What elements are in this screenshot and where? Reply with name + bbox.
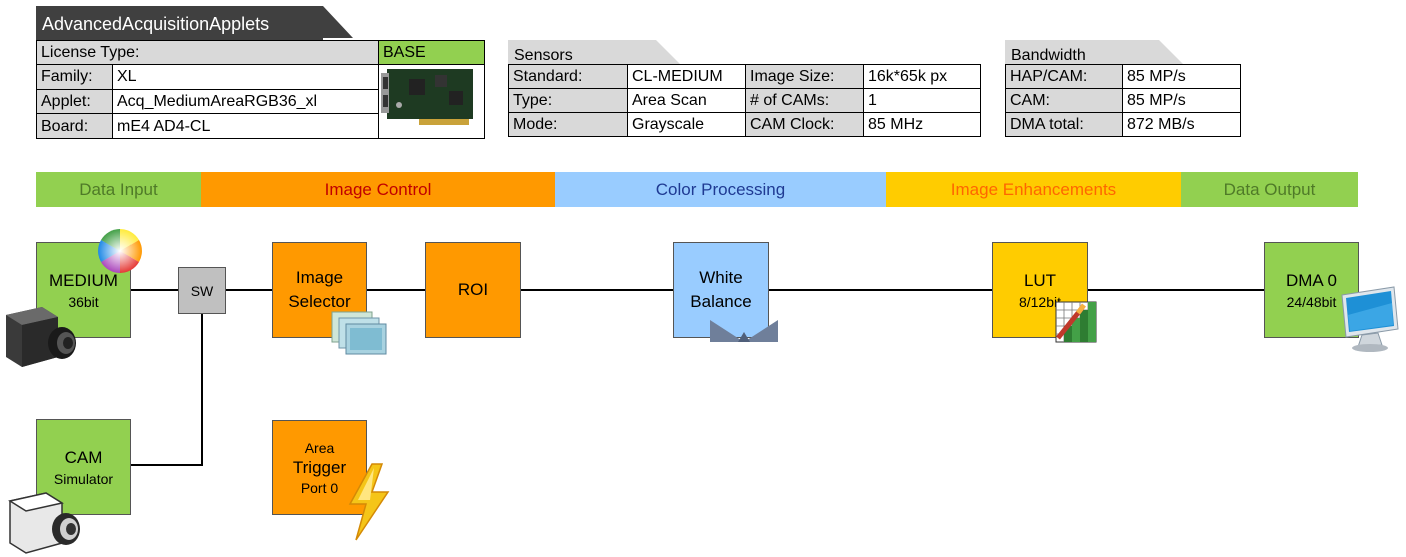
dma-block[interactable]: DMA 0 24/48bit bbox=[1264, 242, 1359, 338]
family-label: Family: bbox=[36, 64, 113, 90]
mode-label: Mode: bbox=[508, 112, 628, 137]
hap-cam-label: HAP/CAM: bbox=[1005, 64, 1123, 89]
stage-image-enhancements: Image Enhancements bbox=[886, 172, 1181, 207]
sw-label: SW bbox=[190, 282, 214, 299]
family-value: XL bbox=[112, 64, 379, 90]
dma-total-label: DMA total: bbox=[1005, 112, 1123, 137]
mode-value: Grayscale bbox=[627, 112, 746, 137]
area-trigger-block[interactable]: Area Trigger Port 0 bbox=[272, 420, 367, 515]
roi-block[interactable]: ROI bbox=[425, 242, 521, 338]
selector-line1: Image bbox=[295, 268, 344, 287]
hap-cam-value: 85 MP/s bbox=[1122, 64, 1241, 89]
standard-label: Standard: bbox=[508, 64, 628, 89]
type-label: Type: bbox=[508, 88, 628, 113]
sw-to-sim-vertical-line bbox=[201, 313, 203, 465]
selector-line2: Selector bbox=[288, 292, 351, 311]
cam-sim-title: CAM bbox=[64, 448, 103, 467]
stage-data-input: Data Input bbox=[36, 172, 201, 207]
cam-clock-label: CAM Clock: bbox=[745, 112, 864, 137]
wb-line2: Balance bbox=[690, 292, 752, 311]
board-value: mE4 AD4-CL bbox=[112, 113, 379, 139]
applet-label: Applet: bbox=[36, 88, 113, 115]
wb-line1: White bbox=[699, 268, 743, 287]
standard-value: CL-MEDIUM bbox=[627, 64, 746, 89]
balance-icon bbox=[710, 320, 778, 342]
image-size-label: Image Size: bbox=[745, 64, 864, 89]
trigger-line3: Port 0 bbox=[300, 479, 339, 496]
cam-clock-value: 85 MHz bbox=[863, 112, 981, 137]
monitor-icon bbox=[1341, 286, 1399, 352]
simulator-camera-icon bbox=[8, 492, 80, 554]
stage-color-processing-label: Color Processing bbox=[655, 179, 786, 199]
trigger-line1: Area bbox=[304, 439, 335, 456]
cams-label: # of CAMs: bbox=[745, 88, 864, 113]
bandwidth-tab-slant bbox=[1153, 40, 1183, 64]
dma-total-value: 872 MB/s bbox=[1122, 112, 1241, 137]
roi-label: ROI bbox=[457, 280, 489, 299]
bandwidth-table: HAP/CAM: 85 MP/s CAM: 85 MP/s DMA total:… bbox=[1005, 64, 1241, 137]
lut-grid-icon bbox=[1055, 301, 1097, 343]
cam-sim-sub: Simulator bbox=[53, 471, 114, 487]
stage-image-control: Image Control bbox=[201, 172, 555, 207]
image-size-value: 16k*65k px bbox=[863, 64, 981, 89]
color-wheel-icon bbox=[98, 229, 142, 273]
stage-data-input-label: Data Input bbox=[79, 179, 158, 199]
applet-value: Acq_MediumAreaRGB36_xl bbox=[112, 88, 379, 115]
framegrabber-board-icon bbox=[381, 69, 473, 125]
sensors-tab-slant bbox=[650, 40, 680, 64]
board-image-cell bbox=[378, 64, 485, 139]
image-stack-icon bbox=[331, 311, 387, 355]
stage-data-output: Data Output bbox=[1181, 172, 1358, 207]
medium-title: MEDIUM bbox=[49, 271, 118, 290]
image-selector-block[interactable]: Image Selector bbox=[272, 242, 367, 338]
trigger-line2: Trigger bbox=[292, 457, 347, 477]
lut-title: LUT bbox=[1023, 271, 1057, 290]
sensors-tab: Sensors bbox=[508, 40, 650, 64]
sim-to-sw-horizontal-line bbox=[130, 464, 203, 466]
applet-info-table: License Type: BASE Family: XL Applet: Ac… bbox=[36, 40, 485, 139]
cam-bandwidth-value: 85 MP/s bbox=[1122, 88, 1241, 113]
license-type-value: BASE bbox=[378, 40, 485, 65]
dma-sub: 24/48bit bbox=[1286, 294, 1337, 310]
medium-sub: 36bit bbox=[68, 294, 99, 310]
lightning-icon bbox=[348, 463, 390, 541]
applet-family-tab: AdvancedAcquisitionApplets bbox=[36, 6, 353, 40]
sensors-table: Standard: CL-MEDIUM Image Size: 16k*65k … bbox=[508, 64, 981, 137]
license-type-label: License Type: bbox=[36, 40, 379, 65]
bandwidth-title: Bandwidth bbox=[1011, 47, 1086, 64]
sw-switch-block[interactable]: SW bbox=[178, 267, 226, 314]
lut-sub: 8/12bit bbox=[1018, 294, 1062, 310]
dma-title: DMA 0 bbox=[1285, 271, 1338, 290]
stage-color-processing: Color Processing bbox=[555, 172, 886, 207]
applet-family-title: AdvancedAcquisitionApplets bbox=[42, 14, 270, 34]
stage-data-output-label: Data Output bbox=[1223, 179, 1316, 199]
stage-image-control-label: Image Control bbox=[324, 179, 432, 199]
board-label: Board: bbox=[36, 113, 113, 139]
camera-icon bbox=[6, 307, 76, 367]
stage-image-enhancements-label: Image Enhancements bbox=[950, 179, 1117, 199]
sensors-title: Sensors bbox=[514, 47, 573, 64]
cam-bandwidth-label: CAM: bbox=[1005, 88, 1123, 113]
bandwidth-tab: Bandwidth bbox=[1005, 40, 1153, 64]
type-value: Area Scan bbox=[627, 88, 746, 113]
cams-value: 1 bbox=[863, 88, 981, 113]
